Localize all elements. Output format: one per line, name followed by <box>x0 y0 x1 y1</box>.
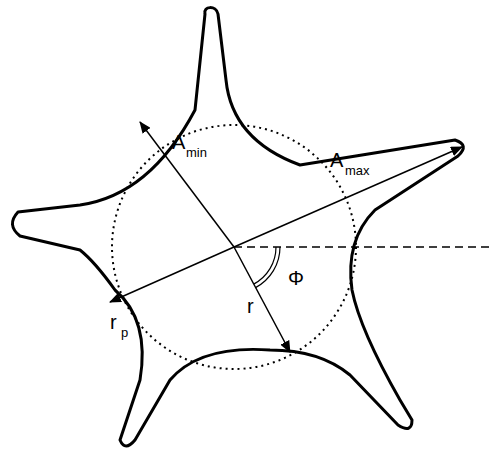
dimension-subscript: max <box>345 164 370 177</box>
dimension-label: r <box>110 312 117 332</box>
r-arrow <box>234 247 290 352</box>
rp-arrow <box>110 247 234 302</box>
cell-outline <box>12 8 463 446</box>
angle-label: Φ <box>288 268 304 288</box>
dimension-label: A <box>330 150 343 170</box>
angle-arc <box>254 247 276 284</box>
dimension-label: A <box>172 132 185 152</box>
reference-axis <box>234 246 489 248</box>
amin-arrow <box>140 122 234 247</box>
amax-arrow <box>234 147 462 247</box>
dimension-subscript: p <box>121 326 128 339</box>
dimension-label: r <box>247 296 254 316</box>
angle-arc <box>256 247 280 288</box>
dimension-subscript: min <box>186 146 207 159</box>
